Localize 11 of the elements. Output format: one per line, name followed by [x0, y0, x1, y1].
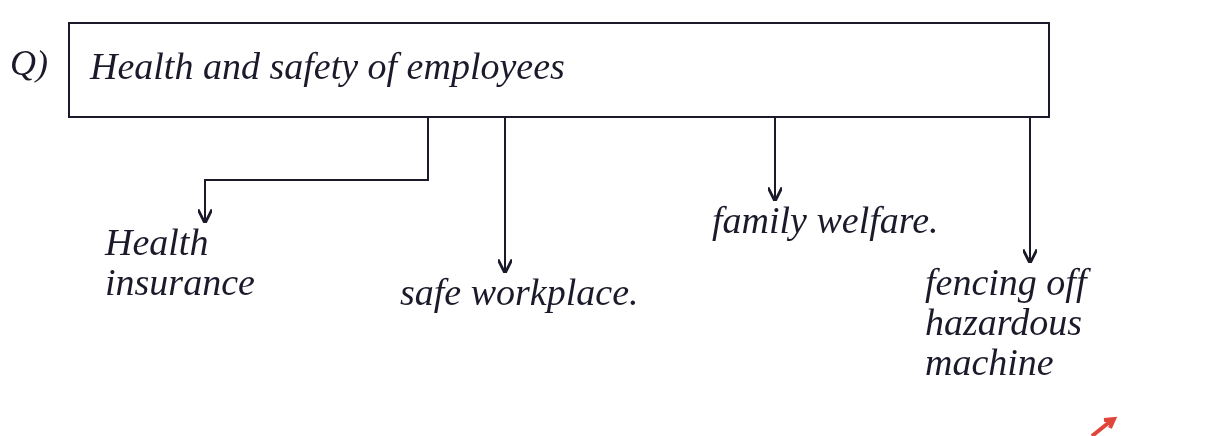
arrow — [1021, 117, 1039, 265]
branch-text: Health insurance — [105, 222, 256, 302]
title-box — [68, 22, 1050, 118]
question-number: Q) — [10, 42, 48, 84]
branch-text: safe workplace. — [400, 272, 640, 312]
arrow — [766, 117, 784, 203]
arrow — [496, 117, 514, 275]
branch-text: family welfare. — [712, 200, 940, 240]
heading-text: Health and safety of employees — [90, 46, 566, 86]
branch-text: fencing off hazardous machine — [925, 262, 1210, 382]
arrow — [196, 117, 429, 225]
